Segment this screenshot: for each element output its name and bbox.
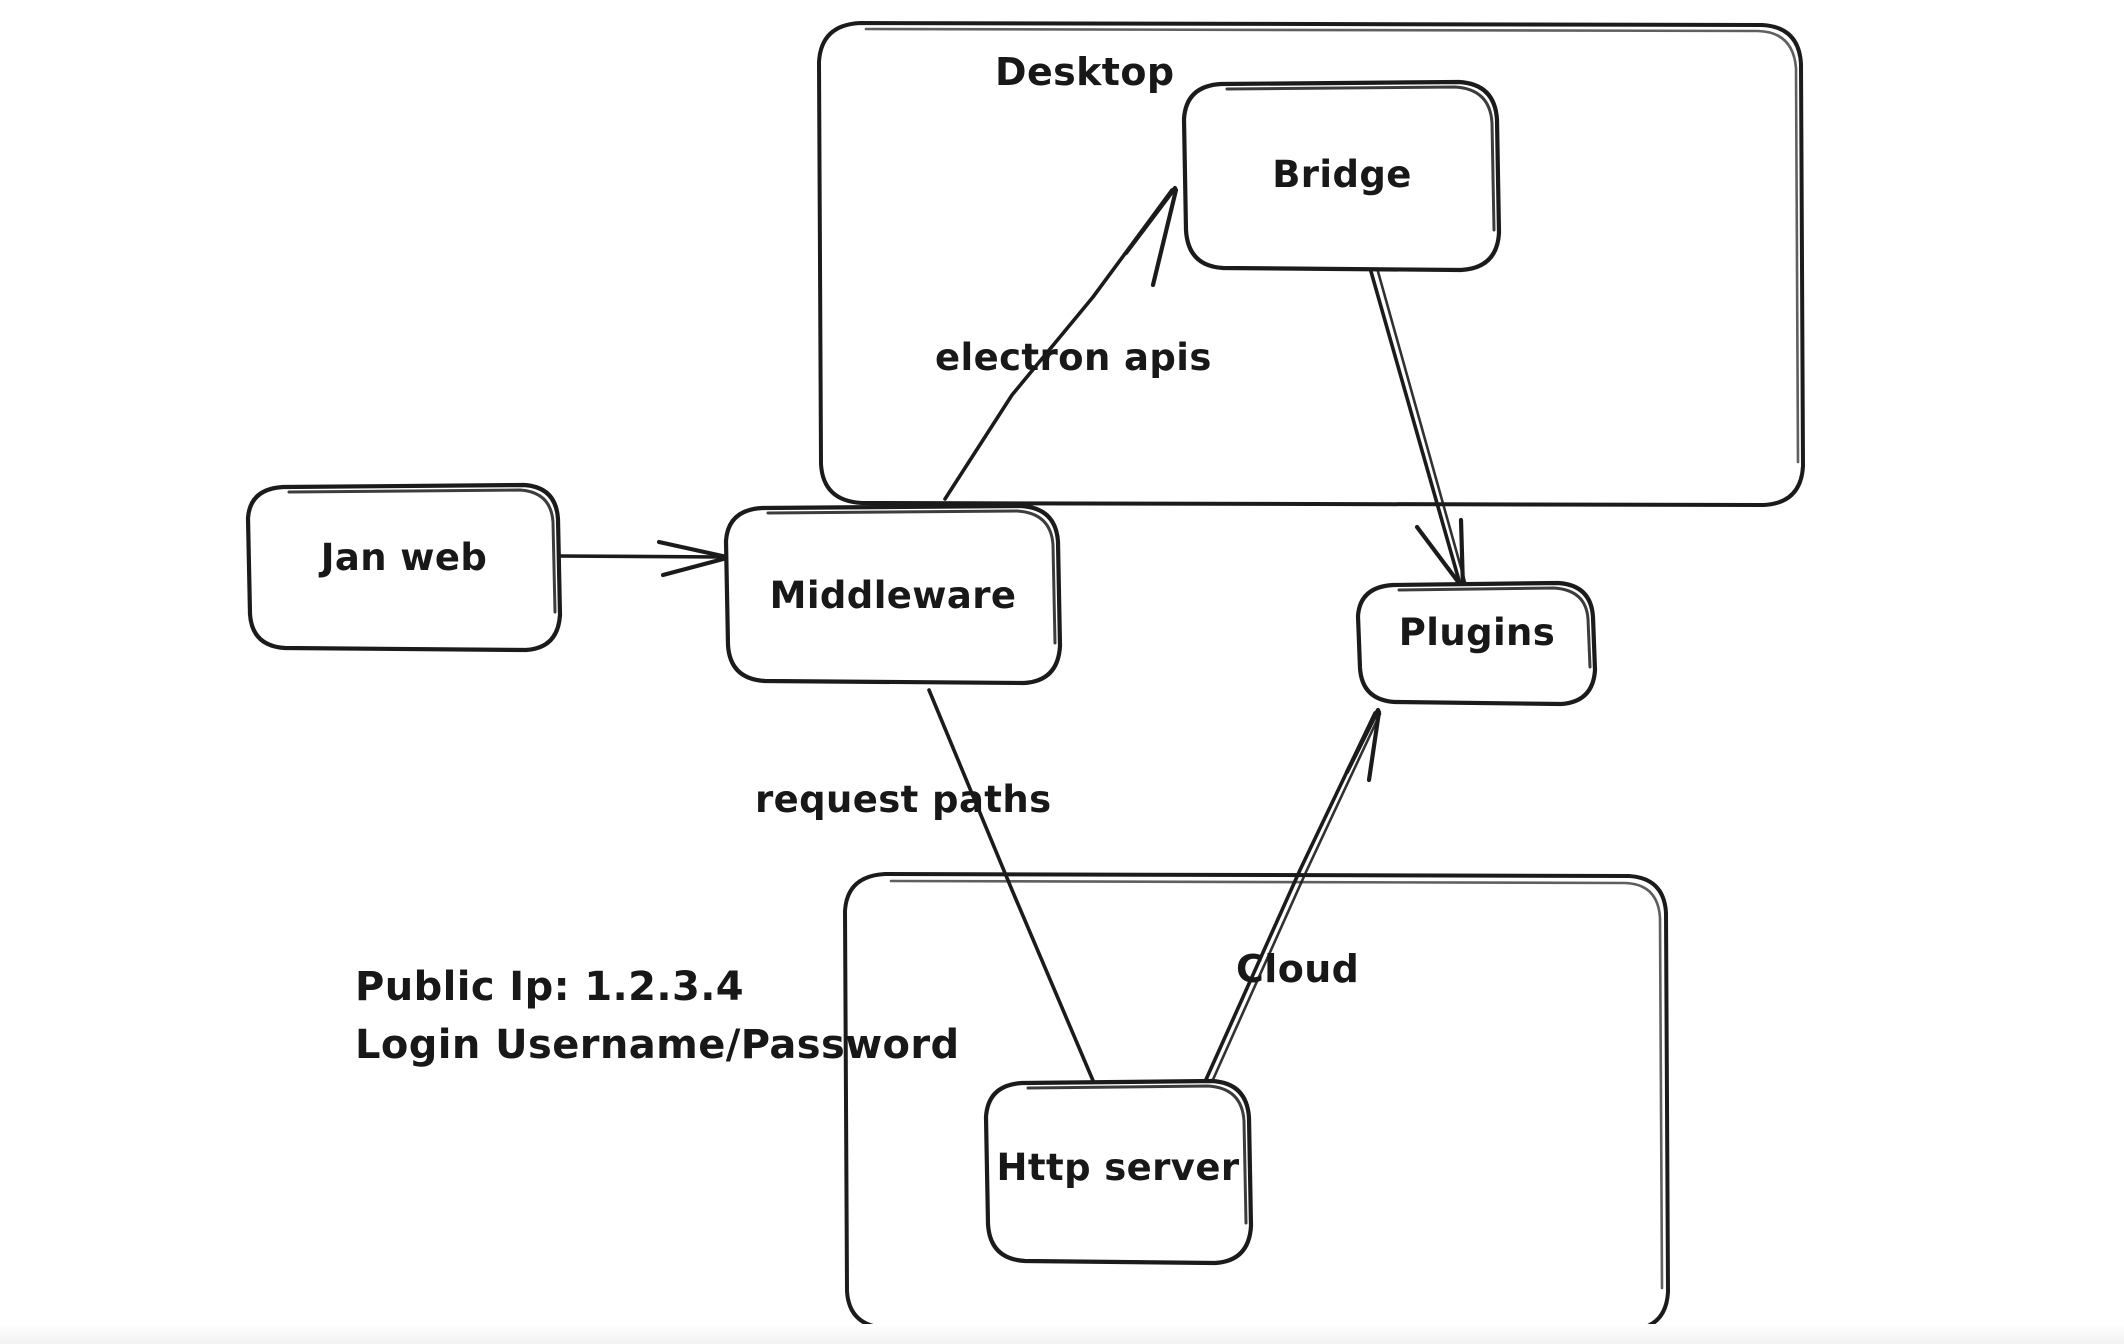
notes-block: Public Ip: 1.2.3.4 Login Username/Passwo… (355, 964, 960, 1068)
group-cloud-label: Cloud (1236, 947, 1359, 991)
edge-http-to-plugins[interactable] (1202, 707, 1382, 1086)
node-middleware[interactable]: Middleware (723, 503, 1063, 686)
bottom-band (0, 1324, 2124, 1344)
edge-bridge-to-plugins[interactable] (1368, 266, 1467, 591)
node-bridge[interactable]: Bridge (1181, 79, 1502, 273)
node-http-server-label: Http server (997, 1146, 1240, 1189)
group-desktop[interactable]: Desktop (817, 21, 1805, 507)
node-jan-web[interactable]: Jan web (245, 482, 563, 653)
node-middleware-label: Middleware (770, 574, 1017, 617)
group-desktop-label: Desktop (995, 50, 1174, 94)
edge-label-request-paths: request paths (755, 778, 1052, 821)
edge-middleware-to-bridge[interactable]: electron apis (935, 185, 1212, 501)
node-bridge-label: Bridge (1272, 153, 1412, 196)
node-jan-web-label: Jan web (318, 536, 488, 579)
note-public-ip: Public Ip: 1.2.3.4 (355, 964, 744, 1010)
edge-janweb-to-middleware[interactable] (555, 539, 730, 578)
node-plugins[interactable]: Plugins (1355, 580, 1598, 707)
edge-middleware-to-http[interactable] (927, 688, 1099, 1092)
edge-label-electron-apis: electron apis (935, 336, 1212, 379)
node-http-server[interactable]: Http server (983, 1078, 1254, 1266)
group-cloud[interactable] (843, 872, 1670, 1332)
node-plugins-label: Plugins (1399, 611, 1555, 654)
note-login: Login Username/Password (355, 1022, 960, 1068)
